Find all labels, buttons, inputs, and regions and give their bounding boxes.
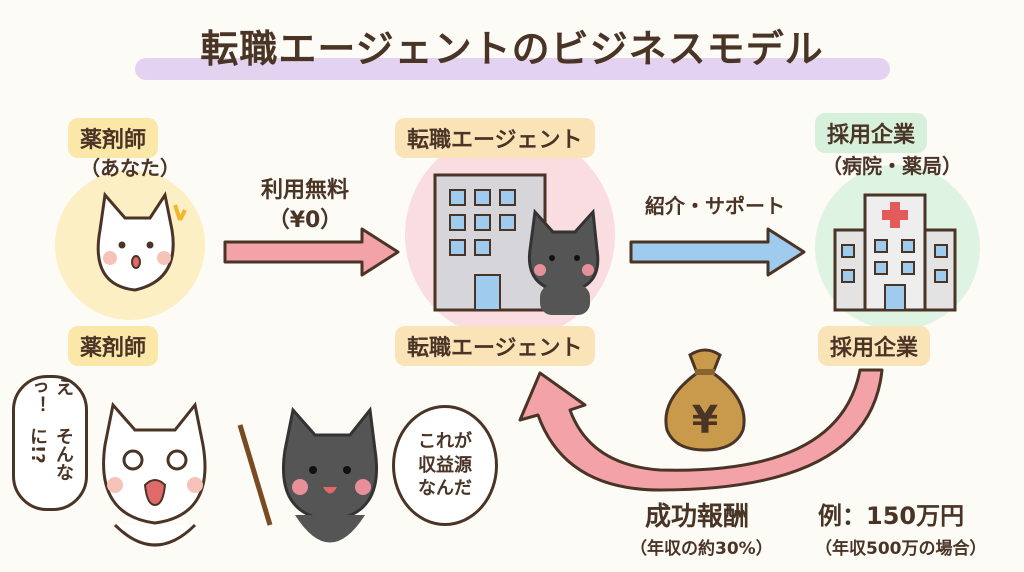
speech-bubble-explain: これが 収益源 なんだ [392, 405, 498, 526]
bubble-explain-line3: なんだ [418, 478, 472, 500]
white-cat-icon [96, 191, 187, 292]
hospital-icon [833, 193, 957, 312]
pharmacist-sub: （あなた） [80, 156, 180, 180]
bubble-explain-line2: 収益源 [418, 454, 472, 476]
example-sub: （年収500万の場合） [815, 539, 987, 559]
free-label: 利用無料 [260, 178, 349, 203]
example-title: 例：150万円 [818, 502, 965, 530]
pharmacist-label-bottom: 薬剤師 [68, 326, 159, 366]
bubble-surprise-line2: そんなに!? [27, 426, 74, 481]
money-bag-icon: ¥ [664, 348, 746, 452]
yen-symbol: ¥ [692, 398, 718, 442]
bubble-explain-line1: これが [418, 431, 472, 453]
company-label-bottom: 採用企業 [818, 326, 931, 366]
pharmacist-label-top: 薬剤師 [68, 118, 159, 158]
agent-label-bottom: 転職エージェント [395, 326, 595, 366]
bubble-surprise-line1: えっ！ [27, 378, 74, 414]
page-title: 転職エージェントのビジネスモデル [200, 27, 824, 71]
office-building-icon [433, 173, 600, 315]
black-cat-pointer-icon [237, 406, 378, 543]
arrow-right-pink-icon [223, 227, 400, 277]
surprised-white-cat-icon [102, 401, 207, 547]
fee-sub: （年収の約30%） [630, 539, 773, 559]
agent-label-top: 転職エージェント [395, 118, 595, 158]
speech-bubble-surprise: えっ！ そんなに!? [12, 375, 88, 511]
company-label-top: 採用企業 [815, 113, 928, 153]
title-highlight [135, 58, 890, 80]
arrow-curved-pink-icon [518, 368, 884, 492]
support-label: 紹介・サポート [645, 194, 785, 218]
company-sub: （病院・薬局） [822, 154, 962, 178]
arrow-right-blue-icon [629, 227, 806, 277]
fee-title: 成功報酬 [645, 502, 750, 532]
free-sub: （¥0） [267, 208, 343, 233]
